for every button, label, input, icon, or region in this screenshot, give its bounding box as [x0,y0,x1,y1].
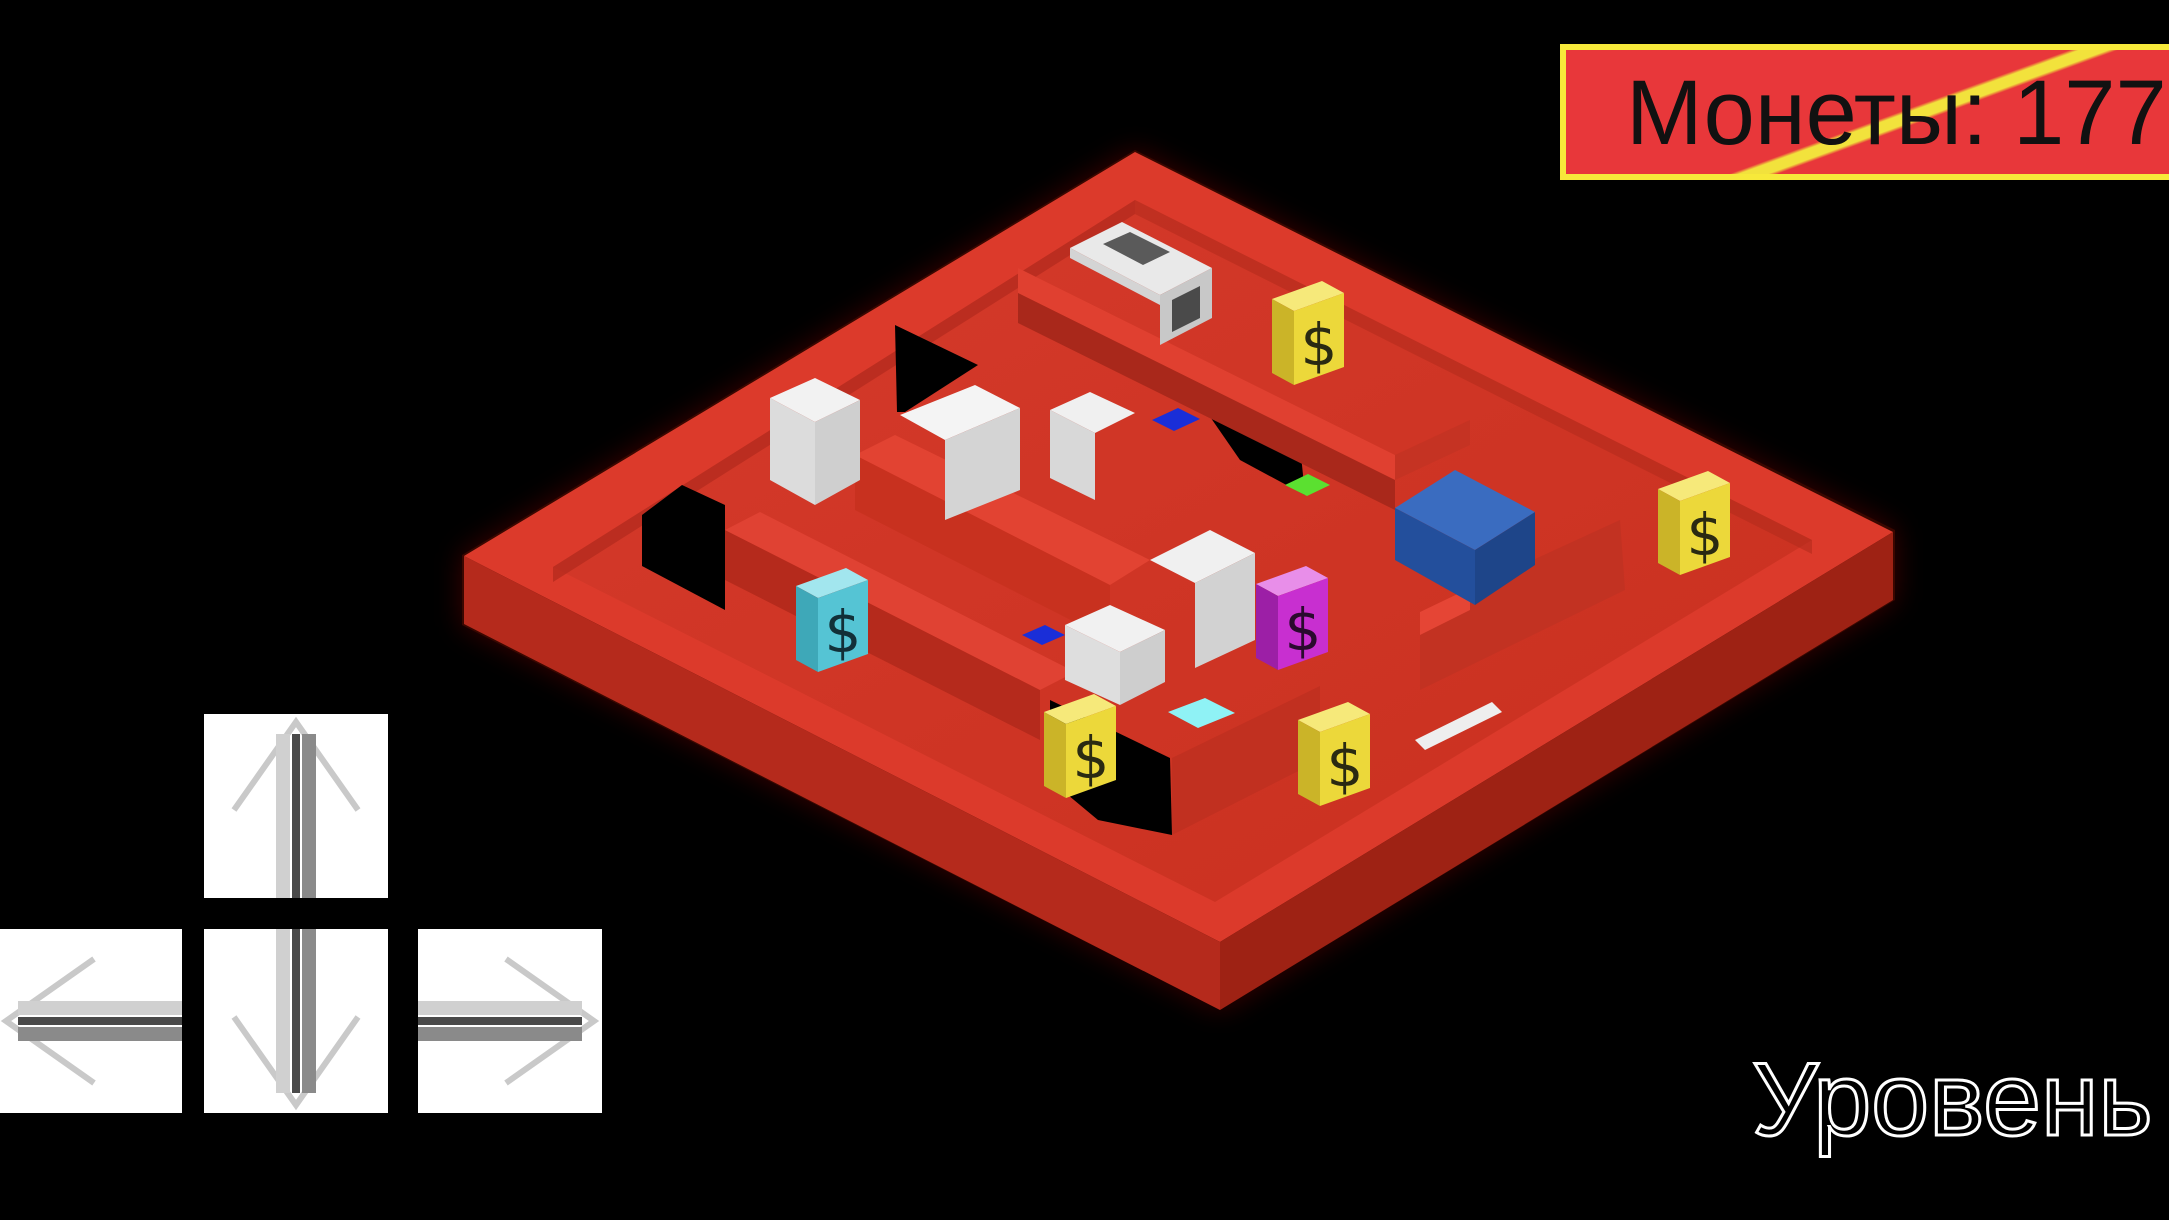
svg-text:$: $ [825,598,862,666]
svg-text:$: $ [1073,724,1110,792]
arrow-left-icon [0,956,182,1086]
coin-yellow-bottom-right: $ [1298,702,1370,806]
player-cube [1395,470,1535,605]
board-inner-wall-nw [553,200,1135,582]
coins-counter: Монеты: 177 [1560,44,2169,180]
coins-label: Монеты: 177 [1626,62,2167,164]
svg-text:$: $ [1301,311,1338,379]
move-right-button[interactable] [418,929,602,1113]
svg-text:$: $ [1285,596,1322,664]
tile-blue-1 [1152,408,1200,431]
move-down-button[interactable] [204,929,388,1113]
coins: $ $ $ $ [796,281,1730,806]
tile-cyan [1168,698,1235,728]
move-left-button[interactable] [0,929,182,1113]
board-side-right [1220,532,1893,1010]
coin-magenta: $ [1256,566,1328,670]
board-side-left [464,556,1220,1010]
white-blocks [770,222,1502,750]
arrow-up-icon [231,716,361,898]
tile-blue-2 [1022,625,1065,645]
arrow-down-icon [231,929,361,1111]
coin-yellow-top: $ [1272,281,1344,385]
hole-1 [895,325,978,412]
svg-text:$: $ [1687,501,1724,569]
hole-2 [642,485,725,610]
coin-yellow-right: $ [1658,471,1730,575]
move-up-button[interactable] [204,714,388,898]
board [462,150,1895,1010]
svg-text:$: $ [1327,732,1364,800]
tile-green [1285,474,1330,496]
coin-yellow-bottom-left: $ [1044,694,1116,798]
coin-cyan: $ [796,568,868,672]
inner-walls [725,268,1625,835]
level-label: Уровень [1751,1041,2155,1160]
arrow-right-icon [418,956,600,1086]
